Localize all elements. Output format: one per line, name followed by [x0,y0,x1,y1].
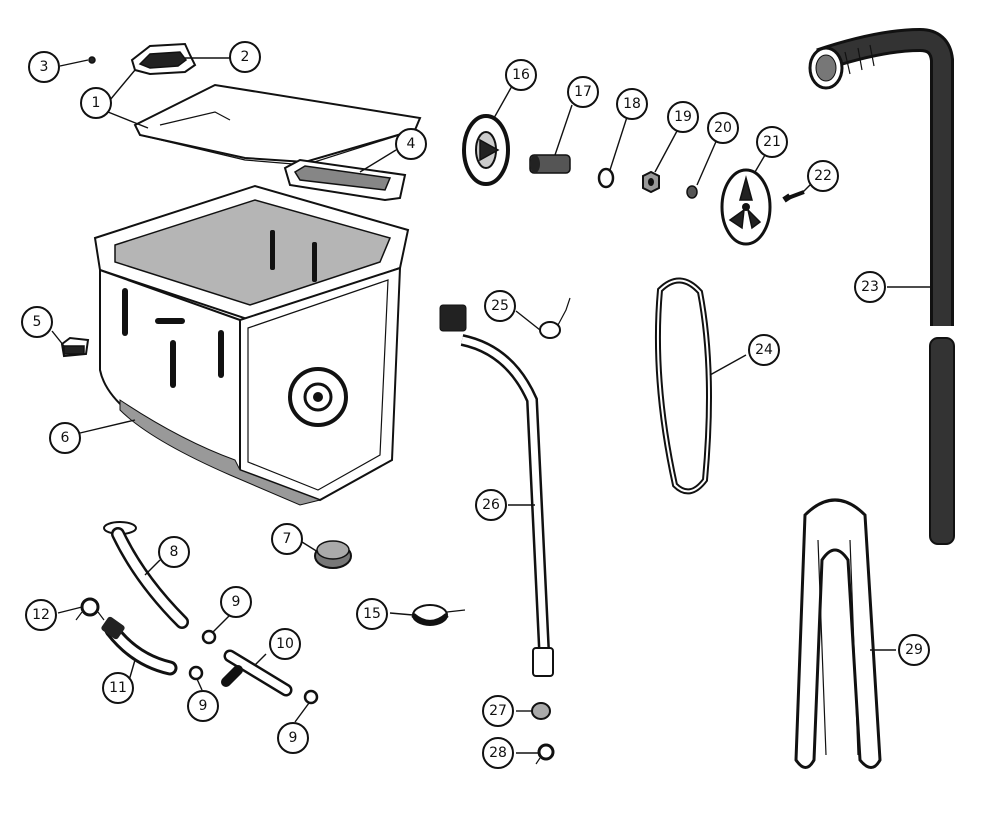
callout-label: 9 [289,730,298,746]
callout-label: 19 [674,109,692,125]
callout-9-middle: 9 [187,690,219,722]
part-tongs-29 [794,498,882,769]
callout-18: 18 [616,88,648,120]
callout-12: 12 [25,599,57,631]
callout-label: 27 [489,703,507,719]
callout-8: 8 [158,536,190,568]
callout-label: 10 [276,636,294,652]
callout-label: 18 [623,96,641,112]
callout-24: 24 [748,334,780,366]
callout-22: 22 [807,160,839,192]
callout-label: 26 [482,497,500,513]
part-clip-28 [535,743,555,765]
callout-15: 15 [356,598,388,630]
callout-28: 28 [482,737,514,769]
part-nut-19 [642,170,660,194]
callout-11: 11 [102,672,134,704]
callout-26: 26 [475,489,507,521]
callout-label: 1 [92,95,101,111]
part-hose-11 [101,616,178,676]
callout-label: 12 [32,607,50,623]
callout-25: 25 [484,290,516,322]
part-lint-filter-4 [283,158,407,202]
callout-7: 7 [271,523,303,555]
part-tub-6 [93,184,410,506]
part-hose-26 [439,304,554,677]
part-belt-24 [654,277,712,495]
callout-label: 29 [905,642,923,658]
part-impeller-21 [720,168,772,246]
part-nut-20 [686,185,698,199]
callout-10: 10 [269,628,301,660]
part-block-5 [60,336,90,358]
callout-21: 21 [756,126,788,158]
callout-9-bottom: 9 [277,722,309,754]
leader-lines [51,57,930,754]
part-bulb-25 [539,297,571,339]
callout-16: 16 [505,59,537,91]
part-clamp-9-bottom [303,689,319,705]
part-lid-1 [133,83,422,166]
callout-6: 6 [49,422,81,454]
part-screw-3 [88,56,96,64]
part-pulley-16 [462,114,510,186]
callout-9-top: 9 [220,586,252,618]
callout-29: 29 [898,634,930,666]
callout-label: 6 [61,430,70,446]
callout-label: 24 [755,342,773,358]
callout-4: 4 [395,128,427,160]
part-cap-27 [531,702,551,720]
callout-label: 21 [763,134,781,150]
callout-label: 9 [232,594,241,610]
callout-label: 25 [491,298,509,314]
callout-label: 7 [283,531,292,547]
callout-27: 27 [482,695,514,727]
part-handle-2 [130,42,197,76]
callout-label: 23 [861,279,879,295]
callout-label: 2 [241,49,250,65]
callout-label: 4 [407,136,416,152]
part-screw-22 [782,190,805,203]
callout-2: 2 [229,41,261,73]
callout-label: 3 [40,59,49,75]
callout-label: 5 [33,314,42,330]
callout-20: 20 [707,112,739,144]
callout-1: 1 [80,87,112,119]
callout-label: 16 [512,67,530,83]
callout-23: 23 [854,271,886,303]
callout-label: 22 [814,168,832,184]
callout-label: 8 [170,544,179,560]
part-y-hose-10 [221,649,293,697]
callout-17: 17 [567,76,599,108]
callout-label: 28 [489,745,507,761]
callout-3: 3 [28,51,60,83]
part-clamp-band-15 [411,604,466,626]
part-hose-8 [103,521,189,629]
callout-label: 15 [363,606,381,622]
part-drain-pipe-23 [808,27,955,545]
callout-label: 11 [109,680,127,696]
part-washer-18 [597,167,615,189]
callout-label: 17 [574,84,592,100]
part-clamp-12 [75,597,105,621]
callout-label: 9 [199,698,208,714]
part-filter-cap-7 [314,540,352,569]
callout-5: 5 [21,306,53,338]
part-shaft-17 [529,154,571,174]
part-clamp-9-top [201,629,217,645]
part-clamp-9-middle [188,665,204,681]
callout-19: 19 [667,101,699,133]
callout-label: 20 [714,120,732,136]
